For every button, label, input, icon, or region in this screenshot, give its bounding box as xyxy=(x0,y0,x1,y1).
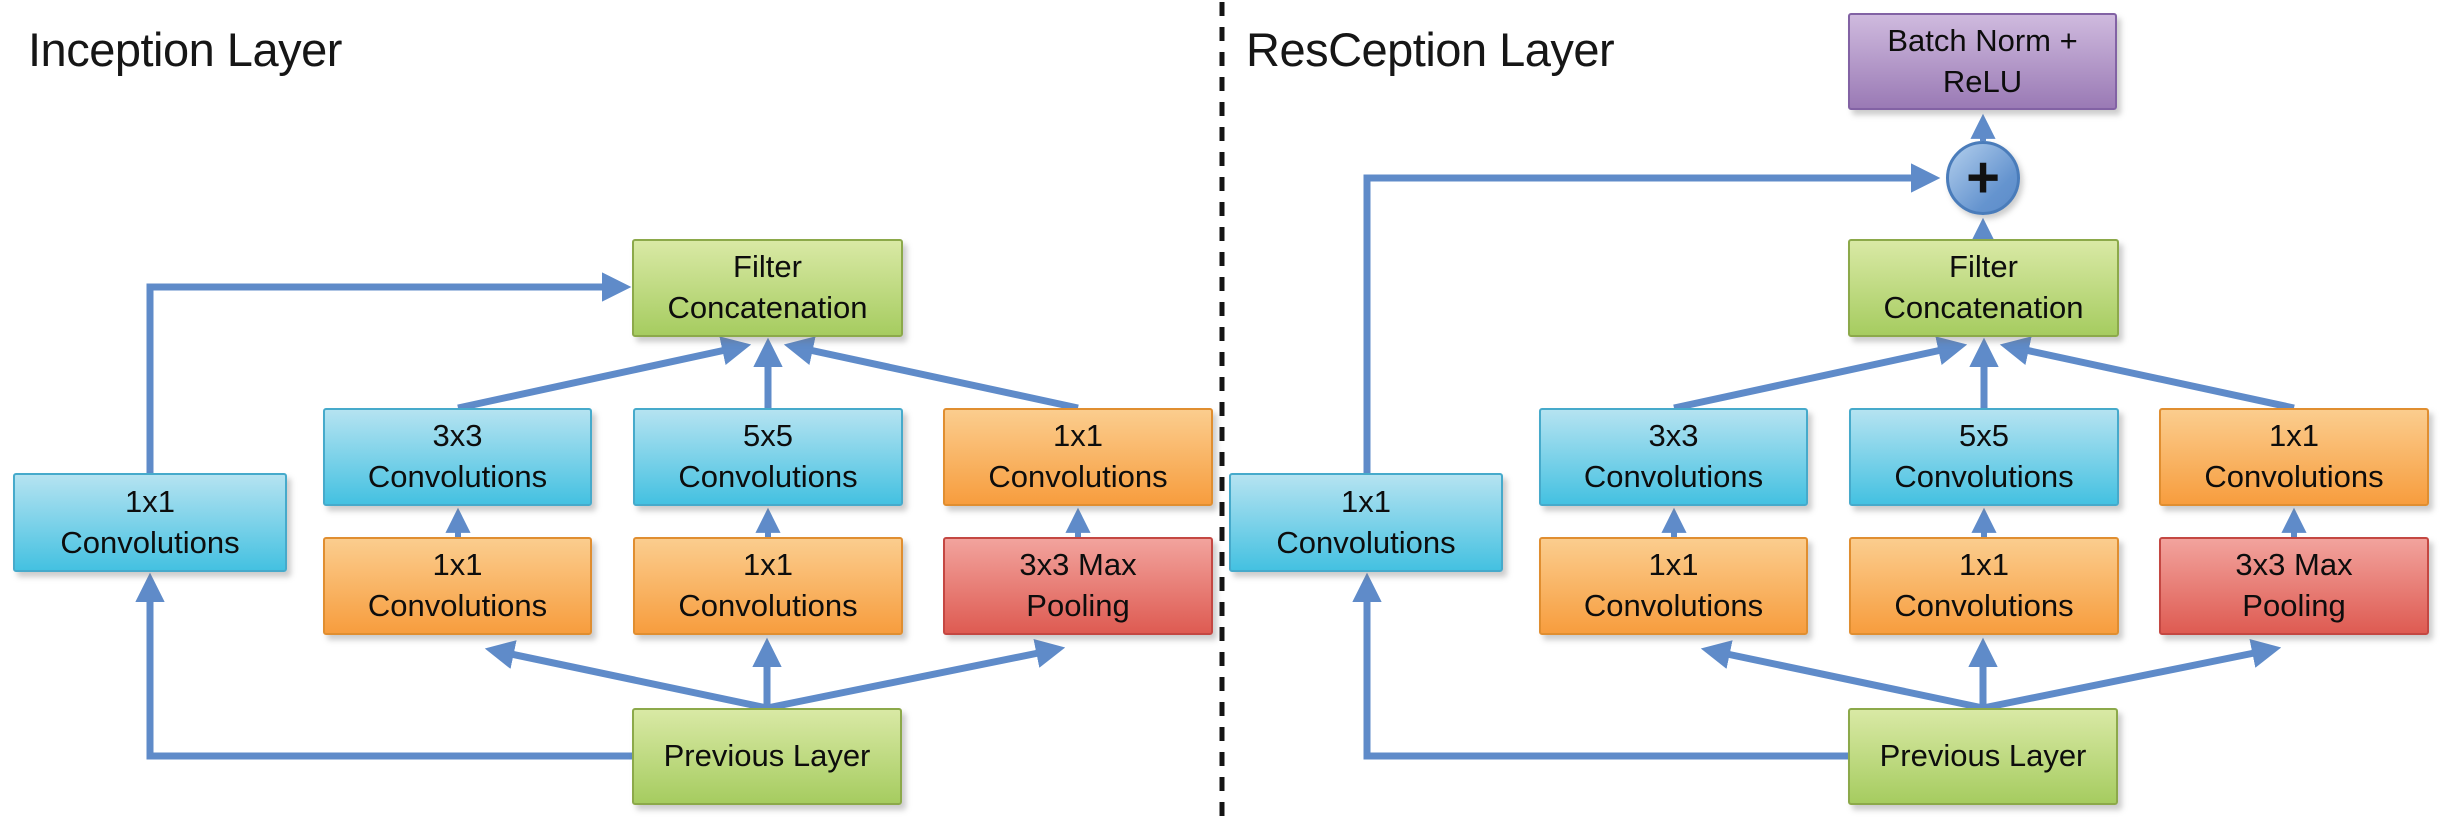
node-label-line: Convolutions xyxy=(678,588,858,623)
node-3x3-convolutions: 3x3 Convolutions xyxy=(323,408,592,506)
arrow-3x3-to-concat-r xyxy=(1673,336,1968,412)
arrow-skip-to-filter-concat xyxy=(146,272,632,473)
arrow-previous-to-skip-conv xyxy=(135,572,632,760)
plus-symbol: + xyxy=(1966,145,2000,210)
node-label-line: 1x1 xyxy=(1648,547,1699,583)
node-label-line: Filter xyxy=(733,249,802,285)
node-label-line: 5x5 xyxy=(1959,418,2009,454)
node-label-line: Convolutions xyxy=(988,459,1168,494)
node-label-line: 3x3 Max xyxy=(1019,547,1137,583)
node-3x3-max-pooling-r: 3x3 Max Pooling xyxy=(2159,537,2429,635)
arrow-previous-to-1x1-left xyxy=(484,640,768,712)
node-label-line: Convolutions xyxy=(1583,459,1764,494)
arrow-3x3-to-concat xyxy=(457,336,752,412)
node-label-line: Previous Layer xyxy=(1879,738,2087,774)
node-1x1-convolutions-branch-r: 1x1 Convolutions xyxy=(2159,408,2429,506)
node-1x1-convolutions-branch: 1x1 Convolutions xyxy=(943,408,1213,506)
node-label-line: Batch Norm + xyxy=(1887,22,2078,58)
node-5x5-convolutions: 5x5 Convolutions xyxy=(633,408,903,506)
node-label-line: Pooling xyxy=(1026,588,1130,623)
arrow-1x1-to-concat-r xyxy=(1999,336,2295,412)
node-label-line: 1x1 xyxy=(743,547,793,583)
node-label-line: Pooling xyxy=(2242,588,2346,623)
node-label-line: Convolutions xyxy=(1894,588,2074,623)
node-label-line: Concatenation xyxy=(667,290,868,325)
node-label-line: Convolutions xyxy=(1276,524,1456,560)
node-1x1-convolutions-b: 1x1 Convolutions xyxy=(633,537,903,635)
node-label-line: Convolutions xyxy=(1583,588,1764,623)
arrow-previous-to-skip-conv-r xyxy=(1352,572,1848,760)
panel-title-inception: Inception Layer xyxy=(28,23,342,76)
node-skip-1x1-convolutions: 1x1 Convolutions xyxy=(13,473,287,572)
node-3x3-convolutions-r: 3x3 Convolutions xyxy=(1539,408,1808,506)
node-previous-layer: Previous Layer xyxy=(632,708,902,805)
arrow-previous-to-maxpool xyxy=(766,638,1066,712)
node-label-line: Convolutions xyxy=(367,459,548,494)
node-filter-concatenation-r: Filter Concatenation xyxy=(1848,239,2119,337)
node-1x1-convolutions-a-r: 1x1 Convolutions xyxy=(1539,537,1808,635)
node-label-line: Convolutions xyxy=(2204,459,2384,494)
arrow-previous-to-maxpool-r xyxy=(1982,638,2282,712)
node-label-line: 5x5 xyxy=(743,418,793,454)
node-residual-add-plus: + xyxy=(1946,141,2020,215)
node-label-line: 3x3 xyxy=(432,418,483,454)
node-1x1-convolutions-b-r: 1x1 Convolutions xyxy=(1849,537,2119,635)
node-label-line: ReLU xyxy=(1942,63,2023,99)
node-previous-layer-r: Previous Layer xyxy=(1848,708,2118,805)
node-5x5-convolutions-r: 5x5 Convolutions xyxy=(1849,408,2119,506)
node-label-line: Filter xyxy=(1949,249,2018,285)
node-filter-concatenation: Filter Concatenation xyxy=(632,239,903,337)
node-label-line: Concatenation xyxy=(1883,290,2084,325)
node-label-line: Convolutions xyxy=(367,588,548,623)
node-skip-1x1-convolutions-r: 1x1 Convolutions xyxy=(1229,473,1503,572)
arrow-previous-to-1x1-left-r xyxy=(1700,640,1984,712)
node-label-line: Convolutions xyxy=(678,459,858,494)
node-label-line: Convolutions xyxy=(1894,459,2074,494)
node-label-line: Previous Layer xyxy=(663,738,871,774)
panel-title-resception: ResCeption Layer xyxy=(1246,23,1615,76)
node-label-line: Convolutions xyxy=(60,524,240,560)
arrow-skip-to-plus xyxy=(1363,163,1941,473)
node-label-line: 1x1 xyxy=(1959,547,2009,583)
node-3x3-max-pooling: 3x3 Max Pooling xyxy=(943,537,1213,635)
arrow-1x1-to-concat xyxy=(783,336,1079,412)
node-label-line: 1x1 xyxy=(2269,418,2319,454)
node-batch-norm-relu: Batch Norm + ReLU xyxy=(1848,13,2117,110)
node-label-line: 3x3 xyxy=(1648,418,1699,454)
node-label-line: 3x3 Max xyxy=(2235,547,2353,583)
node-1x1-convolutions-a: 1x1 Convolutions xyxy=(323,537,592,635)
node-label-line: 1x1 xyxy=(1053,418,1103,454)
node-label-line: 1x1 xyxy=(1341,483,1391,519)
node-label-line: 1x1 xyxy=(432,547,483,583)
node-label-line: 1x1 xyxy=(125,483,175,519)
